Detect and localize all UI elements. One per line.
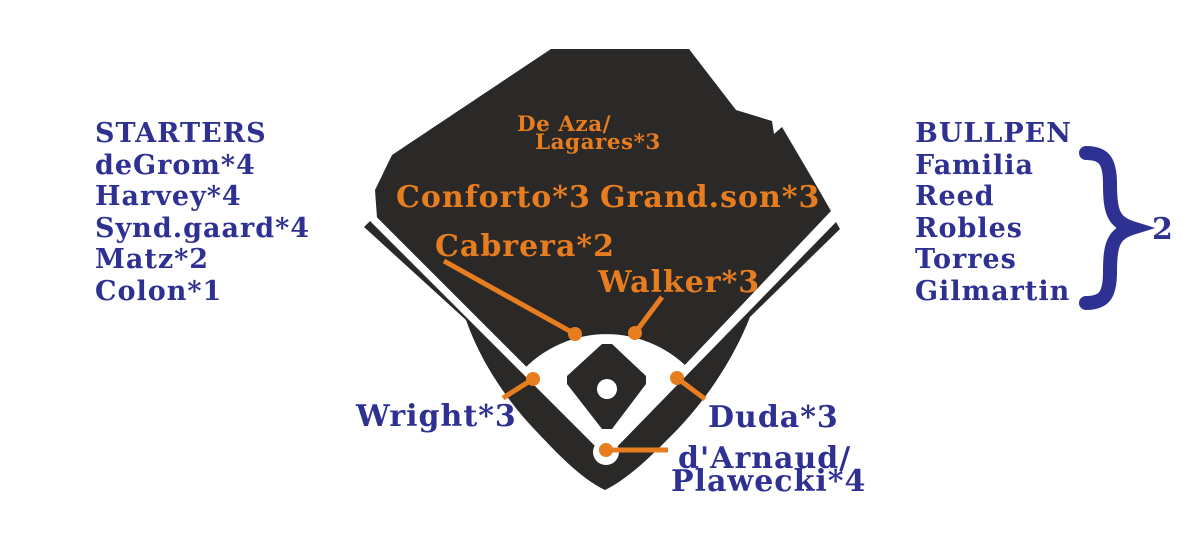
label-second-base: Walker*3: [598, 265, 761, 300]
label-catcher-line1: d'Arnaud/: [678, 441, 852, 476]
starter-item: Harvey*4: [95, 181, 242, 213]
marker-second-base: [628, 326, 642, 340]
field-silhouette-outfield: [375, 49, 831, 448]
marker-third-base: [526, 372, 540, 386]
marker-catcher: [599, 443, 613, 457]
bullpen-item: Robles: [915, 212, 1023, 244]
label-third-base: Wright*3: [356, 399, 517, 434]
bullpen-options-count: 2: [1152, 212, 1173, 247]
foul-line-left: [360, 205, 609, 454]
marker-shortstop: [568, 327, 582, 341]
label-shortstop: Cabrera*2: [435, 229, 615, 264]
position-markers: [526, 326, 684, 457]
starter-item: Matz*2: [95, 244, 210, 276]
label-catcher-line2: Plawecki*4: [671, 464, 867, 499]
label-center-field-line1: De Aza/: [517, 112, 611, 137]
label-first-base: Duda*3: [708, 400, 839, 435]
foul-line-right: [603, 203, 847, 454]
bullpen-item: Torres: [915, 244, 1017, 276]
bullpen-title: BULLPEN: [915, 118, 1072, 149]
label-right-field: Grand.son*3: [600, 180, 821, 215]
starter-item: deGrom*4: [95, 149, 256, 181]
starter-item: Colon*1: [95, 275, 223, 307]
starter-item: Synd.gaard*4: [95, 212, 310, 244]
bullpen-item: Familia: [915, 149, 1035, 181]
marker-first-base: [670, 371, 684, 385]
callout-line-shortstop: [442, 258, 577, 337]
starters-title: STARTERS: [95, 118, 267, 149]
starters-list: STARTERS deGrom*4 Harvey*4 Synd.gaard*4 …: [95, 118, 310, 308]
bullpen-item: Reed: [915, 181, 995, 213]
bullpen-list: BULLPEN Familia Reed Robles Torres Gilma…: [915, 118, 1072, 308]
callout-line-second-base: [633, 295, 664, 335]
label-center-field-line2: Lagares*3: [535, 130, 661, 155]
pitcher-mound: [597, 379, 617, 399]
bullpen-item: Gilmartin: [915, 275, 1071, 307]
bullpen-brace: [1079, 146, 1156, 310]
label-left-field: Conforto*3: [396, 180, 591, 215]
